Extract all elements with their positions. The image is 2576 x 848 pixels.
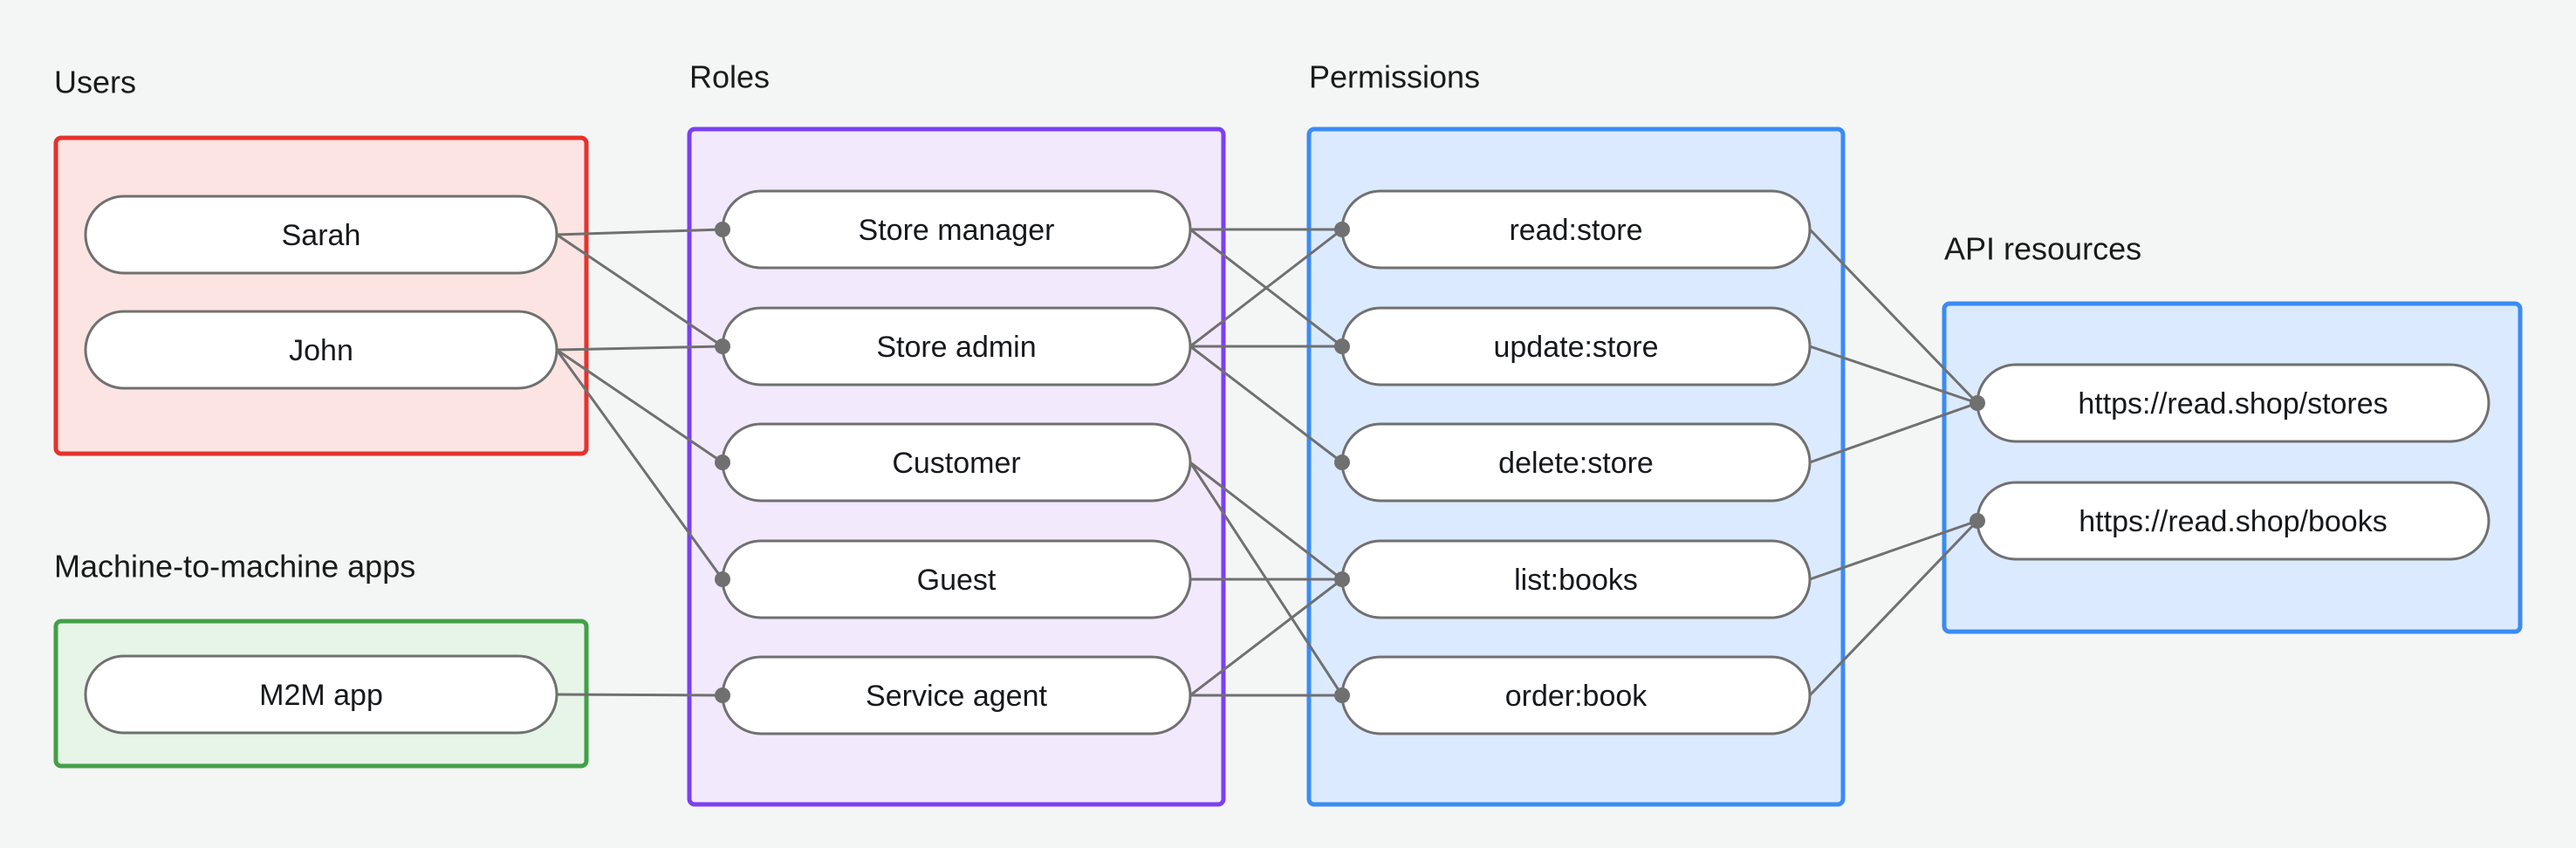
edge-store-admin-to-read-store bbox=[1189, 228, 1343, 348]
connector-dot-store-manager bbox=[715, 222, 730, 237]
group-container-api-resources bbox=[1942, 301, 2523, 634]
node-label-list-books: list:books bbox=[1514, 564, 1638, 597]
group-label-permissions: Permissions bbox=[1309, 59, 1480, 95]
edge-sarah-to-store-manager bbox=[556, 228, 723, 236]
group-label-api-resources: API resources bbox=[1944, 231, 2141, 267]
connector-dot-update-store bbox=[1334, 339, 1350, 354]
edge-order-book-to-read-shop-books bbox=[1808, 519, 1979, 697]
edge-service-agent-to-list-books bbox=[1189, 578, 1343, 697]
node-label-store-admin: Store admin bbox=[876, 331, 1036, 364]
node-sarah[interactable] bbox=[84, 195, 558, 275]
node-m2m-app[interactable] bbox=[84, 654, 558, 735]
node-label-read-shop-books: https://read.shop/books bbox=[2079, 505, 2387, 538]
edge-delete-store-to-read-shop-stores bbox=[1809, 401, 1978, 464]
group-label-users: Users bbox=[54, 65, 136, 100]
connector-dot-read-shop-stores bbox=[1970, 395, 1985, 411]
node-john[interactable] bbox=[84, 310, 558, 390]
connector-dot-order-book bbox=[1334, 687, 1350, 703]
node-label-read-store: read:store bbox=[1509, 214, 1642, 247]
node-label-service-agent: Service agent bbox=[866, 680, 1047, 713]
node-label-delete-store: delete:store bbox=[1498, 447, 1654, 480]
connector-dot-read-shop-books bbox=[1970, 513, 1985, 529]
node-label-sarah: Sarah bbox=[282, 219, 361, 252]
edge-list-books-to-read-shop-books bbox=[1809, 519, 1978, 581]
edge-update-store-to-read-shop-stores bbox=[1809, 345, 1978, 405]
connector-dot-list-books bbox=[1334, 571, 1350, 587]
connector-dot-layer bbox=[715, 222, 1985, 703]
connector-dot-delete-store bbox=[1334, 455, 1350, 470]
node-label-guest: Guest bbox=[917, 564, 997, 597]
edge-layer bbox=[555, 228, 1979, 697]
node-label-update-store: update:store bbox=[1493, 331, 1658, 364]
edge-john-to-customer bbox=[556, 348, 723, 464]
node-label-john: John bbox=[289, 334, 353, 367]
connector-dot-service-agent bbox=[715, 687, 730, 703]
edge-m2m-app-to-service-agent bbox=[556, 693, 723, 697]
group-container-users bbox=[53, 135, 589, 456]
group-label-roles: Roles bbox=[689, 59, 770, 95]
group-label-m2m: Machine-to-machine apps bbox=[54, 549, 415, 585]
connector-dot-guest bbox=[715, 571, 730, 587]
node-label-customer: Customer bbox=[892, 447, 1020, 480]
connector-dot-store-admin bbox=[715, 339, 730, 354]
edge-store-admin-to-delete-store bbox=[1189, 345, 1343, 464]
edge-read-store-to-read-shop-stores bbox=[1808, 228, 1979, 405]
node-label-m2m-app: M2M app bbox=[259, 679, 383, 712]
edge-sarah-to-store-admin bbox=[556, 233, 723, 348]
connector-dot-read-store bbox=[1334, 222, 1350, 237]
node-label-read-shop-stores: https://read.shop/stores bbox=[2078, 387, 2388, 421]
node-label-order-book: order:book bbox=[1505, 680, 1648, 713]
edge-customer-to-list-books bbox=[1189, 461, 1343, 581]
edge-john-to-store-admin bbox=[556, 345, 723, 352]
edge-john-to-guest bbox=[555, 349, 724, 580]
connector-dot-customer bbox=[715, 455, 730, 470]
node-label-store-manager: Store manager bbox=[859, 214, 1055, 247]
